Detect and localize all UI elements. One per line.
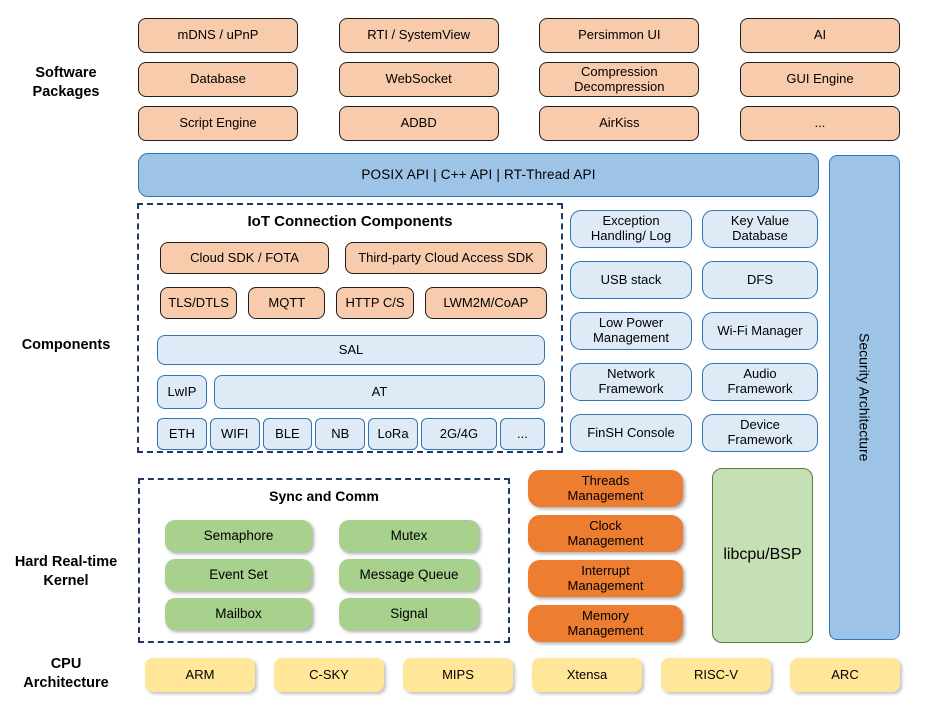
kernel-management-box: Interrupt Management xyxy=(528,560,683,597)
package-box: AI xyxy=(739,18,900,53)
kernel-object-box: Mutex xyxy=(339,520,479,552)
libcpu-bsp-box: libcpu/BSP xyxy=(712,468,813,643)
phy-box: 2G/4G xyxy=(420,418,497,450)
lwip-box: LwIP xyxy=(157,375,207,409)
package-box: Script Engine xyxy=(138,106,298,141)
protocol-box: MQTT xyxy=(248,287,326,319)
service-box: Wi-Fi Manager xyxy=(702,312,818,350)
cpu-arch-box: ARM xyxy=(145,658,255,692)
panel-title: IoT Connection Components xyxy=(247,213,453,230)
management-label: Memory Management xyxy=(567,607,644,638)
at-bar: AT xyxy=(214,375,545,409)
package-box: RTI / SystemView xyxy=(338,18,499,53)
cpu-arch-box: RISC-V xyxy=(661,658,771,692)
sync-grid: Semaphore Mutex Event Set Message Queue … xyxy=(165,520,479,630)
cpu-arch-box: ARC xyxy=(790,658,900,692)
phy-box: LoRa xyxy=(368,418,418,450)
phy-box: WIFI xyxy=(209,418,260,450)
management-label: Threads Management xyxy=(567,472,644,503)
package-box: ... xyxy=(739,106,900,141)
kernel-object-box: Mailbox xyxy=(165,598,312,630)
cpu-architecture-row: ARM C-SKY MIPS Xtensa RISC-V ARC xyxy=(145,658,900,692)
sdk-box: Cloud SDK / FOTA xyxy=(160,242,329,274)
label-components: Components xyxy=(21,337,111,353)
phy-box: ... xyxy=(499,418,545,450)
kernel-object-box: Event Set xyxy=(165,559,312,591)
protocol-row: TLS/DTLS MQTT HTTP C/S LWM2M/CoAP xyxy=(160,287,547,319)
panel-title: Sync and Comm xyxy=(269,488,379,504)
cpu-arch-box: Xtensa xyxy=(532,658,642,692)
service-row: USB stack DFS xyxy=(570,261,818,299)
service-row: FinSH Console Device Framework xyxy=(570,414,818,452)
kernel-management-box: Threads Management xyxy=(528,470,683,507)
package-box: Database xyxy=(138,62,298,97)
package-box: Persimmon UI xyxy=(539,18,700,53)
service-box: Audio Framework xyxy=(702,363,818,401)
service-label: USB stack xyxy=(600,271,662,287)
sal-bar: SAL xyxy=(157,335,545,365)
kernel-management-column: Threads Management Clock Management Inte… xyxy=(528,470,683,642)
service-label: Key Value Database xyxy=(730,213,790,243)
iot-connection-components-panel: IoT Connection Components Cloud SDK / FO… xyxy=(137,203,563,453)
management-label: Interrupt Management xyxy=(567,562,644,593)
service-row: Network Framework Audio Framework xyxy=(570,363,818,401)
protocol-box: TLS/DTLS xyxy=(160,287,238,319)
kernel-object-box: Message Queue xyxy=(339,559,479,591)
service-box: Exception Handling/ Log xyxy=(570,210,692,248)
service-label: Low Power Management xyxy=(593,315,669,345)
service-row: Exception Handling/ Log Key Value Databa… xyxy=(570,210,818,248)
service-label: Device Framework xyxy=(727,417,793,447)
cpu-arch-box: C-SKY xyxy=(274,658,384,692)
management-label: Clock Management xyxy=(567,517,644,548)
lwip-at-row: LwIP AT xyxy=(157,375,545,409)
protocol-box: LWM2M/CoAP xyxy=(424,287,547,319)
service-row: Low Power Management Wi-Fi Manager xyxy=(570,312,818,350)
kernel-object-box: Signal xyxy=(339,598,479,630)
sdk-box: Third-party Cloud Access SDK xyxy=(345,242,547,274)
cpu-arch-box: MIPS xyxy=(403,658,513,692)
package-box: GUI Engine xyxy=(739,62,900,97)
service-label: Wi-Fi Manager xyxy=(717,322,803,338)
package-box: Compression Decompression xyxy=(539,62,700,97)
kernel-management-box: Clock Management xyxy=(528,515,683,552)
api-bar: POSIX API | C++ API | RT-Thread API xyxy=(138,153,819,197)
service-box: Key Value Database xyxy=(702,210,818,248)
service-label: Exception Handling/ Log xyxy=(590,213,672,243)
service-box: Network Framework xyxy=(570,363,692,401)
phy-box: NB xyxy=(315,418,366,450)
service-box: DFS xyxy=(702,261,818,299)
software-packages-grid: mDNS / uPnP RTI / SystemView Persimmon U… xyxy=(138,18,900,141)
service-box: Low Power Management xyxy=(570,312,692,350)
protocol-box: HTTP C/S xyxy=(336,287,414,319)
service-label: Audio Framework xyxy=(727,366,793,396)
label-hard-real-time-kernel: Hard Real-time Kernel xyxy=(14,554,118,589)
label-software-packages: Software Packages xyxy=(32,65,100,100)
package-box: WebSocket xyxy=(338,62,499,97)
sdk-row: Cloud SDK / FOTA Third-party Cloud Acces… xyxy=(160,242,547,274)
phy-box: BLE xyxy=(262,418,313,450)
phy-row: ETH WIFI BLE NB LoRa 2G/4G ... xyxy=(157,418,545,450)
package-box: AirKiss xyxy=(539,106,700,141)
security-architecture-bar: Security Architecture xyxy=(829,155,900,640)
label-cpu-architecture: CPU Architecture xyxy=(23,656,109,691)
kernel-object-box: Semaphore xyxy=(165,520,312,552)
service-label: Network Framework xyxy=(598,366,664,396)
component-services: Exception Handling/ Log Key Value Databa… xyxy=(570,210,818,452)
service-label: FinSH Console xyxy=(587,424,675,440)
sync-and-comm-panel: Sync and Comm Semaphore Mutex Event Set … xyxy=(138,478,510,643)
service-box: Device Framework xyxy=(702,414,818,452)
package-box: ADBD xyxy=(338,106,499,141)
service-box: USB stack xyxy=(570,261,692,299)
service-label: DFS xyxy=(747,271,773,287)
package-box: mDNS / uPnP xyxy=(138,18,298,53)
kernel-management-box: Memory Management xyxy=(528,605,683,642)
service-box: FinSH Console xyxy=(570,414,692,452)
phy-box: ETH xyxy=(157,418,207,450)
